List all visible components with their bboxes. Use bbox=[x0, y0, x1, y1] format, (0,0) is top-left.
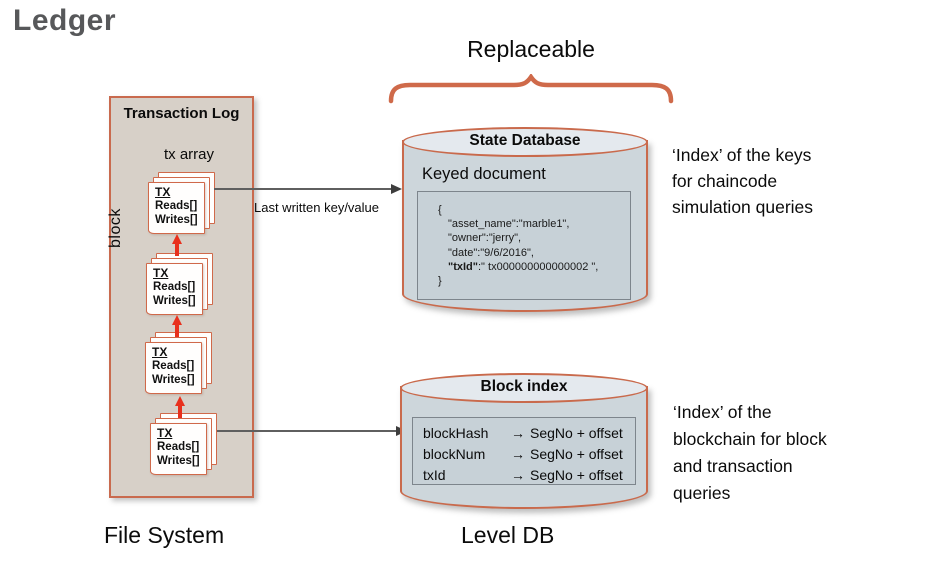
index-row-blockhash: blockHash → SegNo + offset bbox=[423, 423, 635, 444]
tx-card: TX Reads[] Writes[] bbox=[150, 423, 207, 475]
tx-card-title: TX bbox=[153, 266, 169, 280]
block-index-annotation: ‘Index’ of the blockchain for block and … bbox=[673, 402, 827, 503]
index-key: blockNum bbox=[423, 446, 486, 462]
tx-card-writes: Writes[] bbox=[155, 214, 198, 226]
tx-stack-1: TX Reads[] Writes[] bbox=[148, 172, 216, 234]
block-index-title: Block index bbox=[480, 378, 568, 395]
index-key: blockHash bbox=[423, 425, 489, 441]
tx-card-reads: Reads[] bbox=[155, 200, 198, 212]
chain-up-arrow-icon bbox=[171, 234, 183, 256]
state-db-annotation: ‘Index’ of the keys for chaincode simula… bbox=[672, 145, 814, 217]
keyed-document-box: { "asset_name":"marble1", "owner":"jerry… bbox=[417, 191, 631, 300]
doc-line-asset: "asset_name":"marble1", bbox=[448, 218, 570, 231]
doc-line-owner: "owner":"jerry", bbox=[448, 232, 522, 245]
tx-card-title: TX bbox=[152, 345, 168, 359]
index-row-txid: txId → SegNo + offset bbox=[423, 465, 635, 486]
doc-line-txid: "txId":" tx000000000000002 ", bbox=[448, 260, 630, 274]
tx-card: TX Reads[] Writes[] bbox=[146, 263, 203, 315]
tx-card-writes: Writes[] bbox=[157, 455, 200, 467]
chain-up-arrow-icon bbox=[174, 396, 186, 418]
index-key: txId bbox=[423, 467, 446, 483]
right-arrow-icon: → bbox=[511, 467, 525, 483]
tx-card-reads: Reads[] bbox=[157, 441, 200, 453]
tx-stack-2: TX Reads[] Writes[] bbox=[146, 253, 214, 315]
doc-txid-key: "txId" bbox=[448, 260, 478, 273]
tx-array-label: tx array bbox=[163, 146, 214, 163]
last-written-label: Last written key/value bbox=[254, 200, 380, 215]
transaction-log-title: Transaction Log bbox=[123, 105, 240, 122]
index-target: SegNo + offset bbox=[530, 446, 623, 462]
tx-card-title: TX bbox=[157, 426, 173, 440]
doc-line-date: "date":"9/6/2016", bbox=[448, 246, 534, 259]
tx-to-statedb-arrow-icon bbox=[214, 184, 402, 194]
index-target: SegNo + offset bbox=[530, 425, 623, 441]
state-database-title: State Database bbox=[469, 132, 581, 149]
keyed-document-label: Keyed document bbox=[422, 165, 546, 183]
tx-card-title: TX bbox=[155, 185, 171, 199]
level-db-caption: Level DB bbox=[461, 522, 555, 548]
tx-card-writes: Writes[] bbox=[153, 295, 196, 307]
right-arrow-icon: → bbox=[511, 425, 525, 441]
tx-card: TX Reads[] Writes[] bbox=[145, 342, 202, 394]
right-arrow-icon: → bbox=[511, 446, 525, 462]
replaceable-brace-icon bbox=[388, 74, 674, 104]
tx-card-writes: Writes[] bbox=[152, 374, 195, 386]
index-target: SegNo + offset bbox=[530, 467, 623, 483]
block-index-box: blockHash → SegNo + offset blockNum → Se… bbox=[412, 417, 636, 485]
file-system-caption: File System bbox=[104, 522, 225, 548]
tx-stack-4: TX Reads[] Writes[] bbox=[150, 413, 218, 475]
doc-brace-close: } bbox=[438, 275, 442, 288]
chain-up-arrow-icon bbox=[171, 315, 183, 337]
replaceable-label: Replaceable bbox=[467, 36, 595, 62]
tx-card-reads: Reads[] bbox=[153, 281, 196, 293]
tx-card: TX Reads[] Writes[] bbox=[148, 182, 205, 234]
index-row-blocknum: blockNum → SegNo + offset bbox=[423, 444, 635, 465]
tx-card-reads: Reads[] bbox=[152, 360, 195, 372]
tx-stack-3: TX Reads[] Writes[] bbox=[145, 332, 213, 394]
page-title: Ledger bbox=[13, 4, 117, 37]
block-label: block bbox=[107, 208, 124, 248]
doc-txid-value: :" tx000000000000002 ", bbox=[478, 260, 599, 273]
cylinder-top bbox=[400, 373, 648, 403]
tx-to-blockindex-arrow-icon bbox=[217, 426, 407, 436]
doc-brace-open: { bbox=[438, 204, 442, 216]
cylinder-top bbox=[402, 127, 648, 157]
